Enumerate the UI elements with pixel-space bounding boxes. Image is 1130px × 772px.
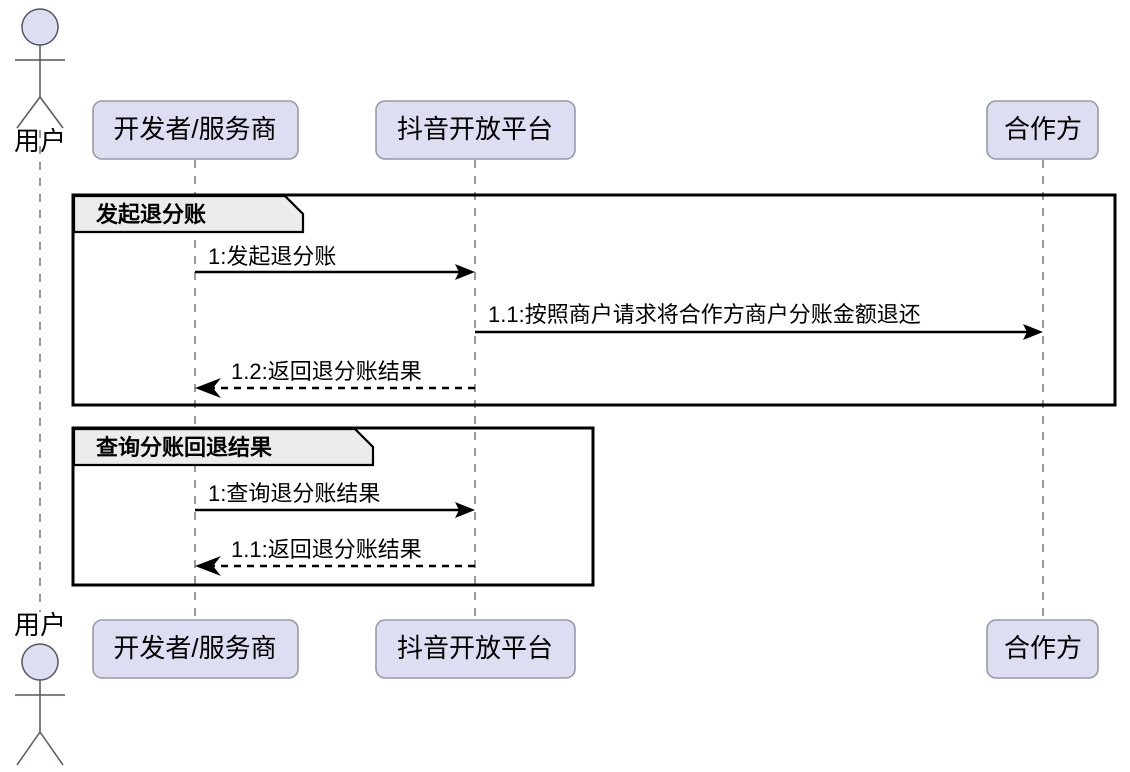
actor-leg-right-icon (39, 731, 64, 766)
arrowhead-icon (455, 502, 475, 518)
arrowhead-icon (1023, 324, 1043, 340)
actor-label-user-bottom: 用户 (14, 610, 66, 640)
message-1-1-refund-partner[interactable]: 1.1:按照商户请求将合作方商户分账金额退还 (475, 302, 1043, 340)
fragment-label-tab (72, 427, 375, 467)
participant-developer-bottom[interactable]: 开发者/服务商 (92, 619, 299, 679)
participant-box[interactable] (986, 619, 1099, 679)
participant-label-platform: 抖音开放平台 (397, 633, 553, 663)
actor-head-icon (21, 643, 59, 681)
actor-leg-left-icon (16, 731, 41, 766)
message-label: 1.2:返回退分账结果 (231, 359, 422, 384)
fragment-border (71, 193, 1117, 407)
participant-platform-bottom[interactable]: 抖音开放平台 (375, 619, 576, 679)
participant-label-platform: 抖音开放平台 (397, 114, 553, 144)
message-label: 1.1:返回退分账结果 (231, 537, 422, 562)
participant-partner-bottom[interactable]: 合作方 (986, 619, 1099, 679)
actor-head-icon (21, 8, 59, 46)
arrowhead-icon (455, 264, 475, 280)
message-label: 1:查询退分账结果 (208, 481, 380, 506)
participant-box[interactable] (92, 619, 299, 679)
fragment-title-query-refund-result: 查询分账回退结果 (96, 435, 272, 460)
participant-box[interactable] (375, 100, 576, 160)
participant-label-partner: 合作方 (1004, 633, 1082, 663)
fragment-label-tab (72, 194, 305, 234)
fragment-initiate-refund[interactable]: 发起退分账 1:发起退分账 1.1:按照商户请求将合作方商户分账金额退还 1.2… (71, 193, 1117, 407)
message-2-1-query[interactable]: 1:查询退分账结果 (195, 481, 475, 518)
lifelines-group (39, 130, 1044, 620)
arrowhead-icon (195, 378, 221, 398)
participant-box[interactable] (92, 100, 299, 160)
participant-label-developer: 开发者/服务商 (113, 114, 276, 144)
participant-partner-top[interactable]: 合作方 (986, 100, 1099, 160)
participant-label-developer: 开发者/服务商 (113, 633, 276, 663)
participant-platform-top[interactable]: 抖音开放平台 (375, 100, 576, 160)
participant-box[interactable] (986, 100, 1099, 160)
participant-label-partner: 合作方 (1004, 114, 1082, 144)
message-1-2-return-result[interactable]: 1.2:返回退分账结果 (195, 359, 475, 398)
arrowhead-icon (195, 556, 221, 576)
message-2-1-1-return[interactable]: 1.1:返回退分账结果 (195, 537, 475, 576)
message-label: 1:发起退分账 (208, 244, 336, 269)
actor-label-user-top: 用户 (14, 126, 66, 156)
participant-box[interactable] (375, 619, 576, 679)
message-label: 1.1:按照商户请求将合作方商户分账金额退还 (488, 302, 921, 327)
actor-user-bottom[interactable]: 用户 (14, 610, 66, 766)
participant-developer-top[interactable]: 开发者/服务商 (92, 100, 299, 160)
actor-leg-left-icon (16, 96, 41, 129)
actor-user-top[interactable]: 用户 (14, 8, 66, 156)
actor-leg-right-icon (39, 96, 64, 129)
fragment-title-initiate-refund: 发起退分账 (95, 202, 206, 227)
message-1-initiate[interactable]: 1:发起退分账 (195, 244, 475, 280)
fragment-query-refund-result[interactable]: 查询分账回退结果 1:查询退分账结果 1.1:返回退分账结果 (71, 426, 595, 587)
